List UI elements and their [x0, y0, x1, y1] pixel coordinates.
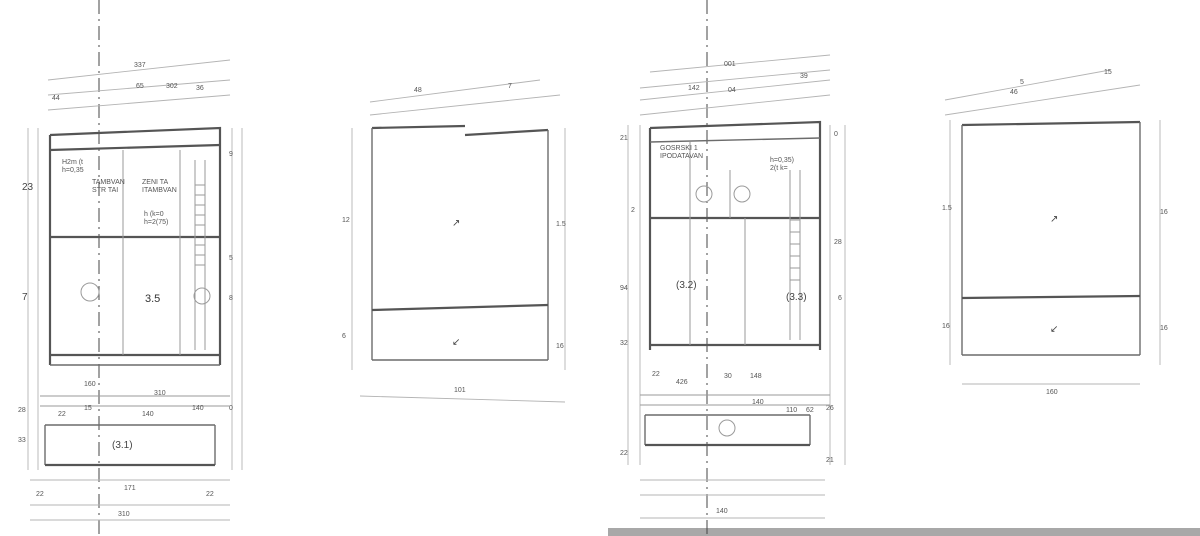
plan-c-top-dim: 39	[800, 73, 808, 80]
plan-d-top-dim: 46	[1010, 89, 1018, 96]
plan-a-room-sub: h=2(75)	[144, 219, 168, 226]
plan-a-bottom-dim: 171	[124, 485, 136, 492]
plan-d: 5 46 15 ↗ ↙ 1.5 16 16 16 160	[942, 69, 1168, 396]
plan-a-bottom-dim: 310	[154, 390, 166, 397]
plan-b-room-marker: ↗	[452, 218, 460, 229]
plan-c-bottom-dim: 140	[716, 508, 728, 515]
plan-c-right-dim: 6	[838, 295, 842, 302]
plan-c-left-dim: 32	[620, 340, 628, 347]
plan-d-left-dim: 1.5	[942, 205, 952, 212]
plan-a-room-sub: h=0,35	[62, 167, 84, 174]
plan-a-top-dim: 65	[136, 83, 144, 90]
plan-a-left-dim: 23	[22, 182, 34, 193]
plan-a-right-dim: 9	[229, 151, 233, 158]
plan-a-room-label: ZENI TA	[142, 179, 169, 186]
plan-a-bottom-dim: 22	[58, 411, 66, 418]
plan-a-bottom-dim: 15	[84, 405, 92, 412]
plan-c-room-label: (3.2)	[676, 280, 697, 291]
plan-c-room-sub: h=0,35)	[770, 157, 794, 164]
plan-a-left-dim: 28	[18, 407, 26, 414]
plan-a-room-label: h (k=0	[144, 211, 164, 218]
plan-b-left-dim: 12	[342, 217, 350, 224]
plan-c-bottom-dim: 62	[806, 407, 814, 414]
plan-c-bottom-dim: 110	[786, 407, 797, 414]
plan-a-top-dim: 44	[52, 95, 60, 102]
plan-b-left-dim: 6	[342, 333, 346, 340]
plan-c-room-label: 2(t k=	[770, 165, 788, 172]
plan-c-right-dim: 21	[826, 457, 834, 464]
plan-a-bottom-dim: 22	[206, 491, 214, 498]
plan-a-bottom-dim: 140	[142, 411, 154, 418]
plan-a-bottom-dim: 160	[84, 381, 96, 388]
plan-a-top-dim: 302	[166, 83, 178, 90]
plan-b-top-dim: 48	[414, 87, 422, 94]
plan-a-top-dim: 36	[196, 85, 204, 92]
plan-a-right-dim: 0	[229, 405, 233, 412]
plan-a-bottom-dim: 22	[36, 491, 44, 498]
plan-b-bottom-dim: 101	[454, 387, 466, 394]
plan-c-room-label: GOSRSKI 1	[660, 145, 698, 152]
plan-a-room-sub: STR TAI	[92, 187, 118, 194]
plan-c-bottom-dim: 22	[652, 371, 660, 378]
plan-a-left-dim: 33	[18, 437, 26, 444]
plan-b-right-dim: 1.5	[556, 221, 566, 228]
plan-b-room-marker: ↙	[452, 337, 460, 348]
plan-a-right-dim: 8	[229, 295, 233, 302]
plan-c-right-dim: 28	[834, 239, 842, 246]
plan-c-left-dim: 2	[631, 207, 635, 214]
plan-b-top-dim: 7	[508, 83, 512, 90]
plan-c-top-dim: 142	[688, 85, 700, 92]
plan-d-left-dim: 16	[942, 323, 950, 330]
plan-c-left-dim: 21	[620, 135, 628, 142]
plan-b-right-dim: 16	[556, 343, 564, 350]
plan-d-room-marker: ↗	[1050, 214, 1058, 225]
plan-b: 48 7 ↗ ↙ 12 6 1.5 16 101	[342, 79, 566, 403]
plan-a: 337 44 65 302 36 H2m (t h=0,35 TAMBVAN S…	[18, 0, 243, 536]
plan-a-bottom-dim: 140	[192, 405, 204, 412]
plan-a-room-sub: ITAMBVAN	[142, 187, 177, 194]
plan-c-room-label: (3.3)	[786, 292, 807, 303]
plan-a-room-label: (3.1)	[112, 440, 133, 451]
plan-c-left-dim: 94	[620, 285, 628, 292]
plan-a-room-label: TAMBVAN	[92, 179, 125, 186]
plan-a-top-dim: 337	[134, 62, 146, 69]
plan-c-bottom-dim: 426	[676, 379, 688, 386]
plan-a-bottom-dim: 310	[118, 511, 130, 518]
plan-d-bottom-dim: 160	[1046, 389, 1058, 396]
plan-a-right-dim: 5	[229, 255, 233, 262]
plan-d-top-dim: 15	[1104, 69, 1112, 76]
plan-d-right-dim: 16	[1160, 209, 1168, 216]
plan-c-bottom-dim: 140	[752, 399, 764, 406]
plan-d-top-dim: 5	[1020, 79, 1024, 86]
plan-c-right-dim: 0	[834, 131, 838, 138]
plan-d-right-dim: 16	[1160, 325, 1168, 332]
plan-c-right-dim: 26	[826, 405, 834, 412]
plan-a-left-dim: 7	[22, 292, 28, 303]
plan-a-room-label: 3.5	[145, 293, 160, 305]
plan-c-top-dim: 04	[728, 87, 736, 94]
plan-c-left-dim: 22	[620, 450, 628, 457]
plan-c-bottom-dim: 148	[750, 373, 762, 380]
bottom-band	[608, 528, 1200, 536]
plan-c: 001 142 04 39 GOSRSKI 1 IPODATAVAN (3.2)…	[620, 0, 846, 536]
plan-d-room-marker: ↙	[1050, 324, 1058, 335]
plan-c-bottom-dim: 30	[724, 373, 732, 380]
plan-c-top-dim: 001	[724, 61, 736, 68]
plan-c-room-sub: IPODATAVAN	[660, 153, 703, 160]
plan-a-room-label: H2m (t	[62, 159, 83, 166]
